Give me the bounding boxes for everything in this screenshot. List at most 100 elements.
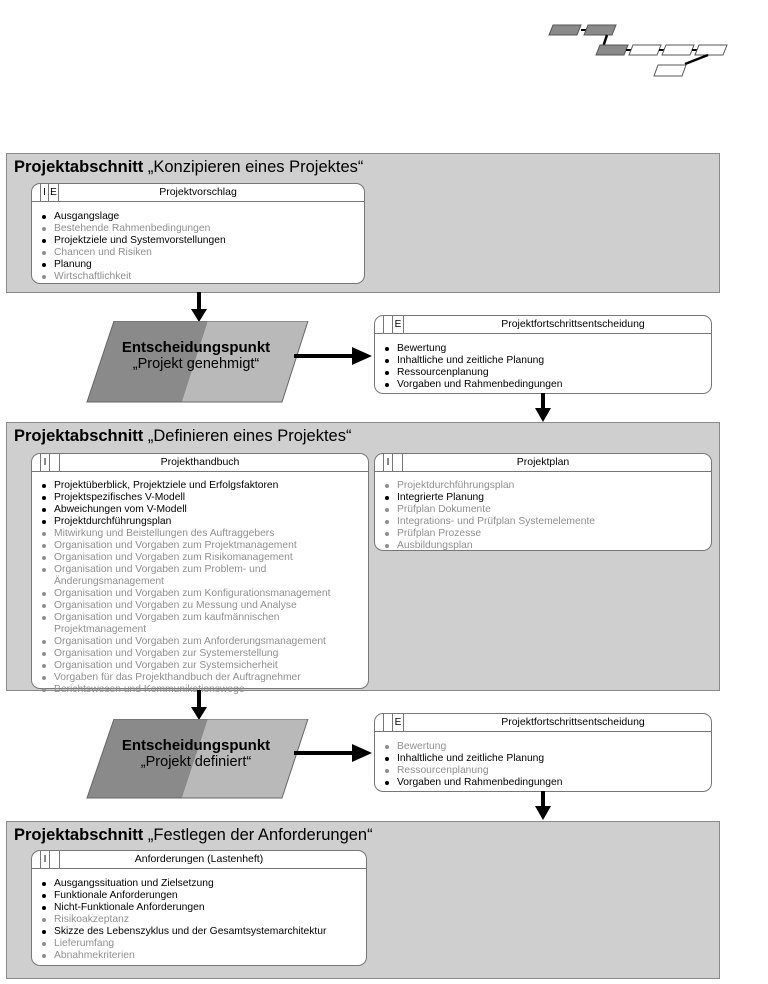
mini-block-4	[628, 44, 662, 56]
card-anforderungen: I Anforderungen (Lastenheft) Ausgangssit…	[31, 850, 367, 966]
card-title: Projektfortschrittsentscheidung	[501, 716, 645, 728]
list-item: Bestehende Rahmenbedingungen	[40, 223, 358, 235]
tag-e: E	[49, 184, 59, 201]
decision-subtitle: „Projekt definiert“	[140, 754, 252, 770]
section-title: Projektabschnitt „Definieren eines Proje…	[14, 427, 352, 445]
list-item: Projektüberblick, Projektziele und Erfol…	[40, 480, 362, 492]
list-item: Mitwirkung und Beistellungen des Auftrag…	[40, 528, 362, 540]
list-item: Organisation und Vorgaben zum Problem- u…	[40, 564, 362, 588]
tag-empty	[50, 851, 60, 868]
section-title: Projektabschnitt „Festlegen der Anforder…	[14, 826, 373, 844]
decision-title: Entscheidungspunkt	[121, 737, 271, 754]
list-item: Ausgangssituation und Zielsetzung	[40, 878, 360, 890]
card-projektplan: I Projektplan Projektdurchführungsplan I…	[374, 453, 712, 551]
list-item: Projektspezifisches V-Modell	[40, 492, 362, 504]
list-item: Organisation und Vorgaben zum Konfigurat…	[40, 588, 362, 600]
arrow-down-4	[535, 791, 551, 820]
overview-mini-diagram	[548, 24, 728, 77]
list-item: Ausbildungsplan	[383, 540, 705, 552]
list-item: Ressourcenplanung	[383, 765, 705, 777]
list-item: Risikoakzeptanz	[40, 914, 360, 926]
arrow-right-2	[294, 744, 372, 762]
arrow-down-3	[191, 690, 207, 720]
tag-empty	[50, 454, 60, 471]
list-item: Organisation und Vorgaben zur Systemerst…	[40, 648, 362, 660]
decision-title: Entscheidungspunkt	[121, 339, 271, 356]
card-title: Projektfortschrittsentscheidung	[501, 318, 645, 330]
list-item: Wirtschaftlichkeit	[40, 271, 358, 283]
list-item: Bewertung	[383, 741, 705, 753]
card-projektvorschlag: I E Projektvorschlag Ausgangslage Besteh…	[31, 183, 365, 284]
list-item: Lieferumfang	[40, 938, 360, 950]
decision-label-2: Entscheidungspunkt „Projekt definiert“	[106, 737, 286, 771]
section-konzipieren: Projektabschnitt „Konzipieren eines Proj…	[6, 153, 720, 293]
mini-block-7	[653, 64, 687, 77]
list-item: Abnahmekriterien	[40, 950, 360, 962]
list-item: Organisation und Vorgaben zum Anforderun…	[40, 636, 362, 648]
card-title: Anforderungen (Lastenheft)	[134, 853, 264, 865]
section-festlegen: Projektabschnitt „Festlegen der Anforder…	[6, 821, 720, 979]
list-item: Projektdurchführungsplan	[383, 480, 705, 492]
tag-i: I	[40, 851, 50, 868]
list-item: Ressourcenplanung	[383, 367, 705, 379]
arrow-down-2	[535, 393, 551, 422]
tag-empty	[393, 454, 403, 471]
item-list: Bewertung Inhaltliche und zeitliche Plan…	[383, 343, 705, 391]
mini-block-2	[583, 24, 617, 36]
list-item: Integrierte Planung	[383, 492, 705, 504]
card-title: Projektvorschlag	[159, 186, 237, 198]
list-item: Berichtswesen und Kommunikationswege	[40, 684, 362, 696]
card-fortschritt-1: E Projektfortschrittsentscheidung Bewert…	[374, 315, 712, 394]
list-item: Nicht-Funktionale Anforderungen	[40, 902, 360, 914]
list-item: Funktionale Anforderungen	[40, 890, 360, 902]
list-item: Organisation und Vorgaben zum Risikomana…	[40, 552, 362, 564]
list-item: Ausgangslage	[40, 211, 358, 223]
tag-e: E	[393, 714, 404, 731]
decision-parallelogram-2	[86, 719, 309, 799]
arrow-right-1	[294, 347, 372, 365]
tag-empty	[383, 316, 393, 333]
list-item: Planung	[40, 259, 358, 271]
list-item: Prüfplan Dokumente	[383, 504, 705, 516]
card-title: Projekthandbuch	[160, 456, 240, 468]
decision-subtitle: „Projekt genehmigt“	[132, 356, 260, 372]
item-list: Projektüberblick, Projektziele und Erfol…	[40, 480, 362, 696]
tag-i: I	[383, 454, 393, 471]
section-title: Projektabschnitt „Konzipieren eines Proj…	[14, 158, 364, 176]
decision-label-1: Entscheidungspunkt „Projekt genehmigt“	[106, 339, 286, 373]
decision-parallelogram-1	[86, 321, 309, 403]
section-definieren: Projektabschnitt „Definieren eines Proje…	[6, 422, 720, 695]
list-item: Vorgaben und Rahmenbedingungen	[383, 777, 705, 789]
item-list: Bewertung Inhaltliche und zeitliche Plan…	[383, 741, 705, 789]
list-item: Projektziele und Systemvorstellungen	[40, 235, 358, 247]
list-item: Prüfplan Prozesse	[383, 528, 705, 540]
item-list: Ausgangssituation und Zielsetzung Funkti…	[40, 878, 360, 962]
tag-e: E	[393, 316, 404, 333]
list-item: Organisation und Vorgaben zu Messung und…	[40, 600, 362, 612]
list-item: Chancen und Risiken	[40, 247, 358, 259]
card-projekthandbuch: I Projekthandbuch Projektüberblick, Proj…	[31, 453, 369, 695]
list-item: Vorgaben und Rahmenbedingungen	[383, 379, 705, 391]
list-item: Inhaltliche und zeitliche Planung	[383, 355, 705, 367]
tag-i: I	[40, 184, 49, 201]
item-list: Ausgangslage Bestehende Rahmenbedingunge…	[40, 211, 358, 283]
list-item: Organisation und Vorgaben zur Systemsich…	[40, 660, 362, 672]
list-item: Organisation und Vorgaben zum kaufmännis…	[40, 612, 362, 636]
mini-block-1	[548, 24, 582, 36]
list-item: Organisation und Vorgaben zum Projektman…	[40, 540, 362, 552]
list-item: Abweichungen vom V-Modell	[40, 504, 362, 516]
list-item: Projektdurchführungsplan	[40, 516, 362, 528]
list-item: Vorgaben für das Projekthandbuch der Auf…	[40, 672, 362, 684]
item-list: Projektdurchführungsplan Integrierte Pla…	[383, 480, 705, 552]
list-item: Inhaltliche und zeitliche Planung	[383, 753, 705, 765]
mini-block-6	[694, 44, 728, 56]
card-title: Projektplan	[516, 456, 570, 468]
tag-empty	[383, 714, 393, 731]
mini-block-5	[661, 44, 695, 56]
list-item: Skizze des Lebenszyklus und der Gesamtsy…	[40, 926, 360, 938]
card-fortschritt-2: E Projektfortschrittsentscheidung Bewert…	[374, 713, 712, 792]
arrow-down-1	[191, 292, 207, 322]
tag-i: I	[40, 454, 50, 471]
list-item: Integrations- und Prüfplan Systemelement…	[383, 516, 705, 528]
list-item: Bewertung	[383, 343, 705, 355]
